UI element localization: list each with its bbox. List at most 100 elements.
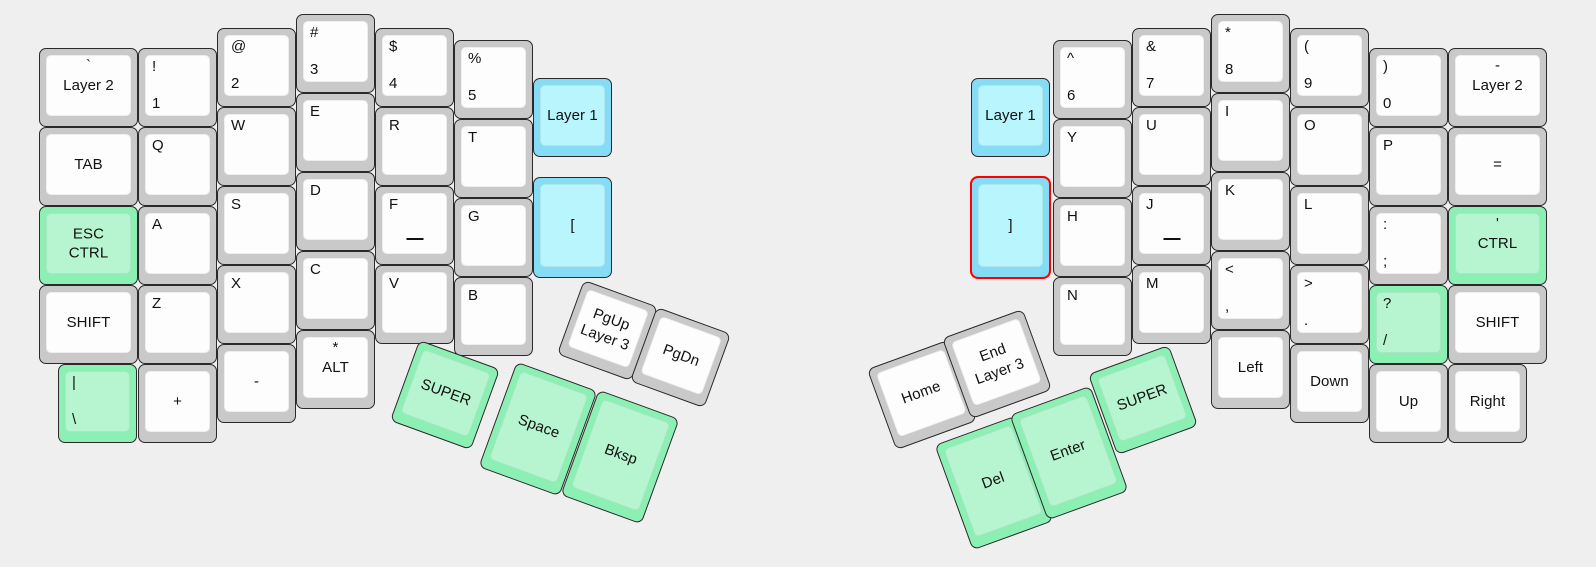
key-r-7[interactable]: &7 bbox=[1132, 28, 1211, 107]
key-top-legend: L bbox=[1304, 196, 1313, 213]
key-r-left[interactable]: Left bbox=[1211, 330, 1290, 409]
key-r-up[interactable]: Up bbox=[1369, 364, 1448, 443]
keycap-l-minus: - bbox=[224, 351, 289, 412]
key-l-f[interactable]: F bbox=[375, 186, 454, 265]
keycap-l-esc-ctrl: ESC CTRL bbox=[46, 213, 131, 274]
key-r-semi[interactable]: :; bbox=[1369, 206, 1448, 285]
key-r-o[interactable]: O bbox=[1290, 107, 1369, 186]
key-r-n[interactable]: N bbox=[1053, 277, 1132, 356]
key-bottom-legend: 9 bbox=[1304, 74, 1313, 92]
key-r-9[interactable]: (9 bbox=[1290, 28, 1369, 107]
keycap-r-ctrl: 'CTRL bbox=[1455, 213, 1540, 274]
keycap-l-f: F bbox=[382, 193, 447, 254]
key-r-layer1[interactable]: Layer 1 bbox=[971, 78, 1050, 157]
keycap-l-lbracket: [ bbox=[540, 184, 605, 267]
key-l-shift[interactable]: SHIFT bbox=[39, 285, 138, 364]
key-l-pipe[interactable]: |\ bbox=[58, 364, 137, 443]
keycap-r-o: O bbox=[1297, 114, 1362, 175]
key-r-u[interactable]: U bbox=[1132, 107, 1211, 186]
key-top-legend: D bbox=[310, 182, 321, 199]
key-bottom-legend: 3 bbox=[310, 60, 319, 78]
keycap-l-1: !1 bbox=[145, 55, 210, 116]
key-r-comma[interactable]: <, bbox=[1211, 251, 1290, 330]
keycap-l-tab: TAB bbox=[46, 134, 131, 195]
key-r-y[interactable]: Y bbox=[1053, 119, 1132, 198]
key-l-alt[interactable]: *ALT bbox=[296, 330, 375, 409]
key-top-legend: & bbox=[1146, 38, 1157, 55]
keycap-l-s: S bbox=[224, 193, 289, 254]
key-r-rbracket[interactable]: ] bbox=[970, 176, 1051, 279]
key-r-l[interactable]: L bbox=[1290, 186, 1369, 265]
key-l-lbracket[interactable]: [ bbox=[533, 177, 612, 278]
key-l-c[interactable]: C bbox=[296, 251, 375, 330]
key-top-legend: K bbox=[1225, 182, 1236, 199]
key-r-p[interactable]: P bbox=[1369, 127, 1448, 206]
key-sup-legend: ' bbox=[1496, 215, 1499, 232]
keycap-l-d: D bbox=[303, 179, 368, 240]
key-l-x[interactable]: X bbox=[217, 265, 296, 344]
keycap-r-left: Left bbox=[1218, 337, 1283, 398]
key-center-legend: Home bbox=[899, 377, 944, 408]
key-l-layer1[interactable]: Layer 1 bbox=[533, 78, 612, 157]
key-center-legend: Up bbox=[1398, 392, 1419, 410]
key-center-legend: ALT bbox=[322, 358, 349, 376]
key-bottom-legend: ; bbox=[1383, 252, 1388, 270]
key-bottom-legend: 1 bbox=[152, 94, 161, 112]
key-l-layer2[interactable]: `Layer 2 bbox=[39, 48, 138, 127]
key-r-ctrl[interactable]: 'CTRL bbox=[1448, 206, 1547, 285]
key-r-right[interactable]: Right bbox=[1448, 364, 1527, 443]
key-top-legend: * bbox=[1225, 24, 1231, 41]
key-l-s[interactable]: S bbox=[217, 186, 296, 265]
keycap-r-7: &7 bbox=[1139, 35, 1204, 96]
key-l-esc-ctrl[interactable]: ESC CTRL bbox=[39, 206, 138, 285]
key-l-plus[interactable]: + bbox=[138, 364, 217, 443]
key-center-legend: Right bbox=[1469, 392, 1506, 410]
key-r-k[interactable]: K bbox=[1211, 172, 1290, 251]
key-r-j[interactable]: J bbox=[1132, 186, 1211, 265]
key-r-slash[interactable]: ?/ bbox=[1369, 285, 1448, 364]
key-top-legend: I bbox=[1225, 103, 1230, 120]
key-l-4[interactable]: $4 bbox=[375, 28, 454, 107]
key-l-5[interactable]: %5 bbox=[454, 40, 533, 119]
key-l-3[interactable]: #3 bbox=[296, 14, 375, 93]
keycap-r-0: )0 bbox=[1376, 55, 1441, 116]
key-top-legend: < bbox=[1225, 261, 1234, 278]
key-l-z[interactable]: Z bbox=[138, 285, 217, 364]
key-r-0[interactable]: )0 bbox=[1369, 48, 1448, 127]
key-l-g[interactable]: G bbox=[454, 198, 533, 277]
key-bottom-legend: . bbox=[1304, 311, 1309, 329]
key-r-equal[interactable]: = bbox=[1448, 127, 1547, 206]
key-top-legend: X bbox=[231, 275, 242, 292]
key-l-tab[interactable]: TAB bbox=[39, 127, 138, 206]
keycap-r-y: Y bbox=[1060, 126, 1125, 187]
key-r-down[interactable]: Down bbox=[1290, 344, 1369, 423]
key-r-m[interactable]: M bbox=[1132, 265, 1211, 344]
key-l-2[interactable]: @2 bbox=[217, 28, 296, 107]
key-top-legend: ? bbox=[1383, 295, 1392, 312]
key-r-layer2[interactable]: -Layer 2 bbox=[1448, 48, 1547, 127]
key-r-8[interactable]: *8 bbox=[1211, 14, 1290, 93]
key-r-6[interactable]: ^6 bbox=[1053, 40, 1132, 119]
keycap-l-alt: *ALT bbox=[303, 337, 368, 398]
key-l-b[interactable]: B bbox=[454, 277, 533, 356]
key-center-legend: SHIFT bbox=[1475, 313, 1520, 331]
key-l-e[interactable]: E bbox=[296, 93, 375, 172]
key-center-legend: Enter bbox=[1048, 436, 1089, 465]
key-r-shift[interactable]: SHIFT bbox=[1448, 285, 1547, 364]
key-top-legend: E bbox=[310, 103, 321, 120]
key-l-a[interactable]: A bbox=[138, 206, 217, 285]
key-r-dot[interactable]: >. bbox=[1290, 265, 1369, 344]
key-r-i[interactable]: I bbox=[1211, 93, 1290, 172]
key-l-v[interactable]: V bbox=[375, 265, 454, 344]
key-l-q[interactable]: Q bbox=[138, 127, 217, 206]
key-l-w[interactable]: W bbox=[217, 107, 296, 186]
key-r-h[interactable]: H bbox=[1053, 198, 1132, 277]
key-l-1[interactable]: !1 bbox=[138, 48, 217, 127]
key-center-legend: - bbox=[253, 372, 260, 390]
key-top-legend: > bbox=[1304, 275, 1313, 292]
key-l-r[interactable]: R bbox=[375, 107, 454, 186]
key-l-t[interactable]: T bbox=[454, 119, 533, 198]
key-l-minus[interactable]: - bbox=[217, 344, 296, 423]
key-l-d[interactable]: D bbox=[296, 172, 375, 251]
